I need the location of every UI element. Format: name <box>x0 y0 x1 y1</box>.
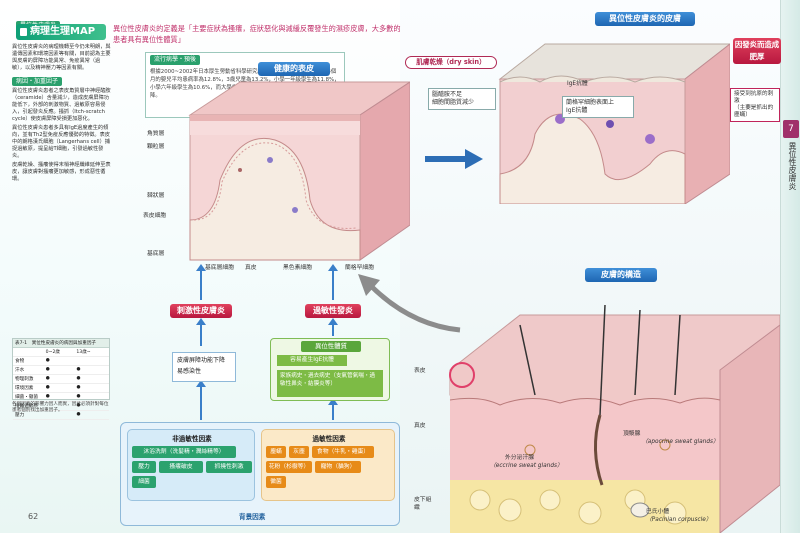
table-row: 接觸過敏原● <box>13 402 109 411</box>
allergic-tag: 塵蟎 <box>266 446 286 458</box>
nonallergic-tag: 搔癢破皮 <box>159 461 203 473</box>
allergic-tag: 灰塵 <box>289 446 309 458</box>
structure-title: 皮膚的構造 <box>585 268 657 282</box>
allergic-tag: 花粉（杉樹等） <box>266 461 312 473</box>
label-eccrine-en: （eccrine sweat glands） <box>490 463 563 469</box>
label-stratum-basale: 基底層 <box>147 251 165 257</box>
table-row: 環境因素●● <box>13 384 109 393</box>
nonallergic-title: 非過敏性因素 <box>172 435 212 443</box>
label-stratum-corneum: 角質層 <box>147 131 165 137</box>
antigen-callout: 接受到抗原的刺激 （主要是抓出的 塵蟎） <box>730 88 780 122</box>
allergic-title: 過敏性因素 <box>312 435 346 443</box>
epidemiology-heading: 流行病學・預後 <box>150 55 201 65</box>
label-pacinian: 巴氏小體 <box>646 509 670 515</box>
atopy-family-history: 家族病史・過去病史（支氣管氣喘・過敏性鼻炎・結膜炎等） <box>277 370 383 397</box>
allergic-tag: 食物（牛乳・雞蛋） <box>312 446 374 458</box>
table-row: 細菌・黴菌●● <box>13 393 109 402</box>
nonallergic-tag: 細菌 <box>132 476 156 488</box>
healthy-epidermis-figure: 健康的表皮 <box>180 62 412 265</box>
nonallergic-tag: 抓撓性刺激 <box>206 461 252 473</box>
background-label: 背景因素 <box>239 513 266 521</box>
curved-arrow <box>358 274 461 333</box>
healthy-title: 健康的表皮 <box>258 62 330 76</box>
table-note: 各個因素的影響力因人而異，因此必須針對每位患者個別找出加重因子。 <box>12 402 109 413</box>
label-langerhans: 蘭格罕細胞 <box>345 265 374 271</box>
label-dermis: 真皮 <box>245 265 257 271</box>
pathology-text: 異位性皮膚炎患者之表皮角質層中神經醯胺（ceramide）含量減少，造成皮膚屏障… <box>12 88 111 122</box>
label-apocrine-en: （apocrine sweat glands） <box>642 439 719 445</box>
background-causes: 非過敏性因素 沐浴洗劑（洗髮精・潤絲精等） 壓力 搔癢破皮 抓撓性刺激 細菌 過… <box>120 422 400 526</box>
nonallergic-tag: 壓力 <box>132 461 156 473</box>
healthy-epidermis-illustration <box>188 81 412 261</box>
label-dermis-structure: 真皮 <box>414 423 426 429</box>
chapter-side-tab[interactable]: 7 異位性皮膚炎 <box>780 0 800 533</box>
lead-text: 異位性皮膚炎的定義是「主要症狀為搔癢，症狀惡化與減緩反覆發生的濕疹皮膚，大多數的… <box>113 24 401 44</box>
label-basal-cells: 基底層細胞 <box>205 265 234 271</box>
arrow-irritant-up <box>196 264 206 300</box>
arrow-cause-left-up <box>196 380 206 420</box>
map-title: 病理生理MAP <box>16 24 106 40</box>
label-melanocyte: 黑色素細胞 <box>283 265 312 271</box>
atopy-box: 異位性體質 容易產生IgE抗體 家族病史・過去病史（支氣管氣喘・過敏性鼻炎・結膜… <box>270 338 390 401</box>
label-stratum-spinosum: 棘狀層 <box>147 193 165 199</box>
ceramide-callout: 腦醯胺不足 細胞間脂質減少 <box>428 88 496 110</box>
barrier-box: 皮膚屏障功能下降 易感染性 <box>172 352 236 382</box>
page-number: 62 <box>28 512 39 521</box>
label-stratum-granulosum: 顆粒層 <box>147 144 165 150</box>
allergic-tag: 黴菌 <box>266 476 286 488</box>
label-pacinian-en: （Pacinian corpuscle） <box>646 517 712 523</box>
irritant-dermatitis: 刺激性皮膚炎 <box>170 304 232 318</box>
barrier-item: 易感染性 <box>177 368 202 375</box>
arrow-atopy-up <box>328 318 338 336</box>
label-eccrine: 外分泌汗腺 <box>505 455 534 461</box>
mast-cell-callout: 蘭格罕細胞表面上 IgE抗體 <box>562 96 634 118</box>
allergic-tag: 寵物（貓狗） <box>315 461 361 473</box>
atopic-title: 異位性皮膚炎的皮膚 <box>595 12 695 26</box>
allergic-inflammation: 過敏性發炎 <box>305 304 361 318</box>
chapter-tab-text: 異位性皮膚炎 <box>788 142 797 190</box>
table-row: 食物● <box>13 357 109 366</box>
label-apocrine: 頂漿腺 <box>623 431 641 437</box>
nonallergic-tag: 沐浴洗劑（洗髮精・潤絲精等） <box>132 446 236 458</box>
arrow-barrier-up <box>196 318 206 346</box>
table-row: 汗水●● <box>13 366 109 375</box>
table-row: 壓力● <box>13 411 109 420</box>
nonallergic-panel: 非過敏性因素 沐浴洗劑（洗髮精・潤絲精等） 壓力 搔癢破皮 抓撓性刺激 細菌 <box>127 429 255 501</box>
chapter-number: 7 <box>783 120 799 138</box>
skin-structure-figure <box>440 285 781 533</box>
atopy-ige: 容易產生IgE抗體 <box>277 355 347 366</box>
label-epidermis: 表皮 <box>414 368 426 374</box>
left-column: 異位性皮膚炎的病理機轉至今仍未明朗，與遺傳因素和環境因素等有關，目前認為主要與皮… <box>12 44 112 185</box>
label-epidermal-cells: 表皮細胞 <box>143 213 167 219</box>
atopy-title: 異位性體質 <box>301 341 361 352</box>
arrow-cause-right-up <box>328 398 338 420</box>
intro-text: 異位性皮膚炎的病理機轉至今仍未明朗，與遺傳因素和環境因素等有關，目前認為主要與皮… <box>12 44 111 71</box>
pathology-heading: 病因・加重因子 <box>12 77 63 86</box>
transition-arrow <box>425 149 483 169</box>
table-title: 表7-1 異位性皮膚炎的病因與加重因子 <box>13 339 109 348</box>
dry-skin-label: 肌膚乾燥（dry skin） <box>405 56 497 69</box>
nerve-text: 皮膚乾燥、搔癢使得末梢神經纖維延伸至表皮，讓皮膚對搔癢更加敏感，形成惡性循環。 <box>12 162 111 182</box>
thickening-cause: 因發炎而造成肥厚 <box>733 38 781 64</box>
label-subcutaneous: 皮下組織 <box>414 497 432 511</box>
barrier-item: 皮膚屏障功能下降 <box>177 357 226 364</box>
table-row: 物理刺激●● <box>13 375 109 384</box>
label-ige: IgE抗體 <box>567 81 588 87</box>
immune-text: 異位性皮膚炎患者多具有IgE過度產生的傾向，並有Th2型免疫反應優勢的特徵。表皮… <box>12 125 110 159</box>
arrow-allergic-up <box>328 264 338 300</box>
skin-structure-illustration <box>449 304 781 533</box>
allergic-panel: 過敏性因素 塵蟎 灰塵 食物（牛乳・雞蛋） 花粉（杉樹等） 寵物（貓狗） 黴菌 <box>261 429 395 501</box>
